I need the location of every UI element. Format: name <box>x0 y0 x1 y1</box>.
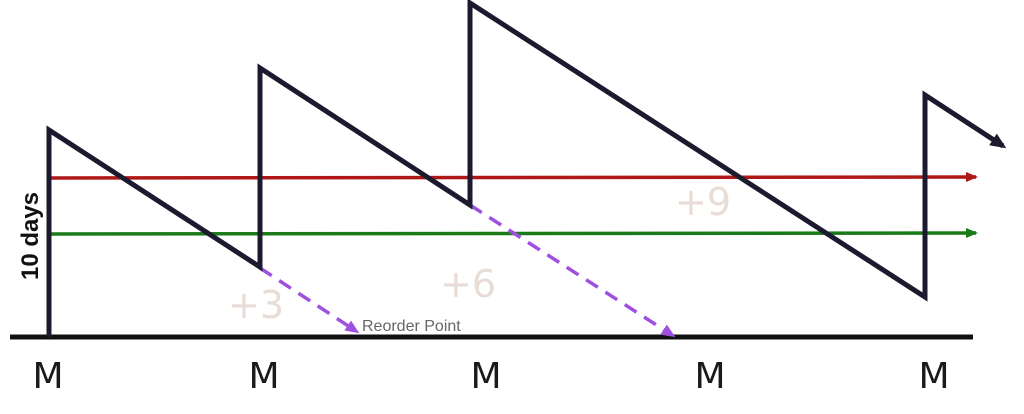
reorder-point-label: Reorder Point <box>362 318 461 335</box>
inventory-sawtooth-line <box>46 0 1007 337</box>
x-label-4: M <box>694 356 725 397</box>
projection-line-2 <box>469 203 676 338</box>
lead-time-label-3: +9 <box>675 180 731 224</box>
max-level-line <box>47 172 978 183</box>
y-axis-label: 10 days <box>17 192 44 280</box>
x-label-1: M <box>32 356 63 397</box>
lead-time-label-2: +6 <box>440 262 496 306</box>
x-label-3: M <box>470 356 501 397</box>
projection-line-1 <box>259 266 360 334</box>
x-label-5: M <box>918 356 949 397</box>
x-label-2: M <box>248 356 279 397</box>
lead-time-label-1: +3 <box>228 283 284 327</box>
